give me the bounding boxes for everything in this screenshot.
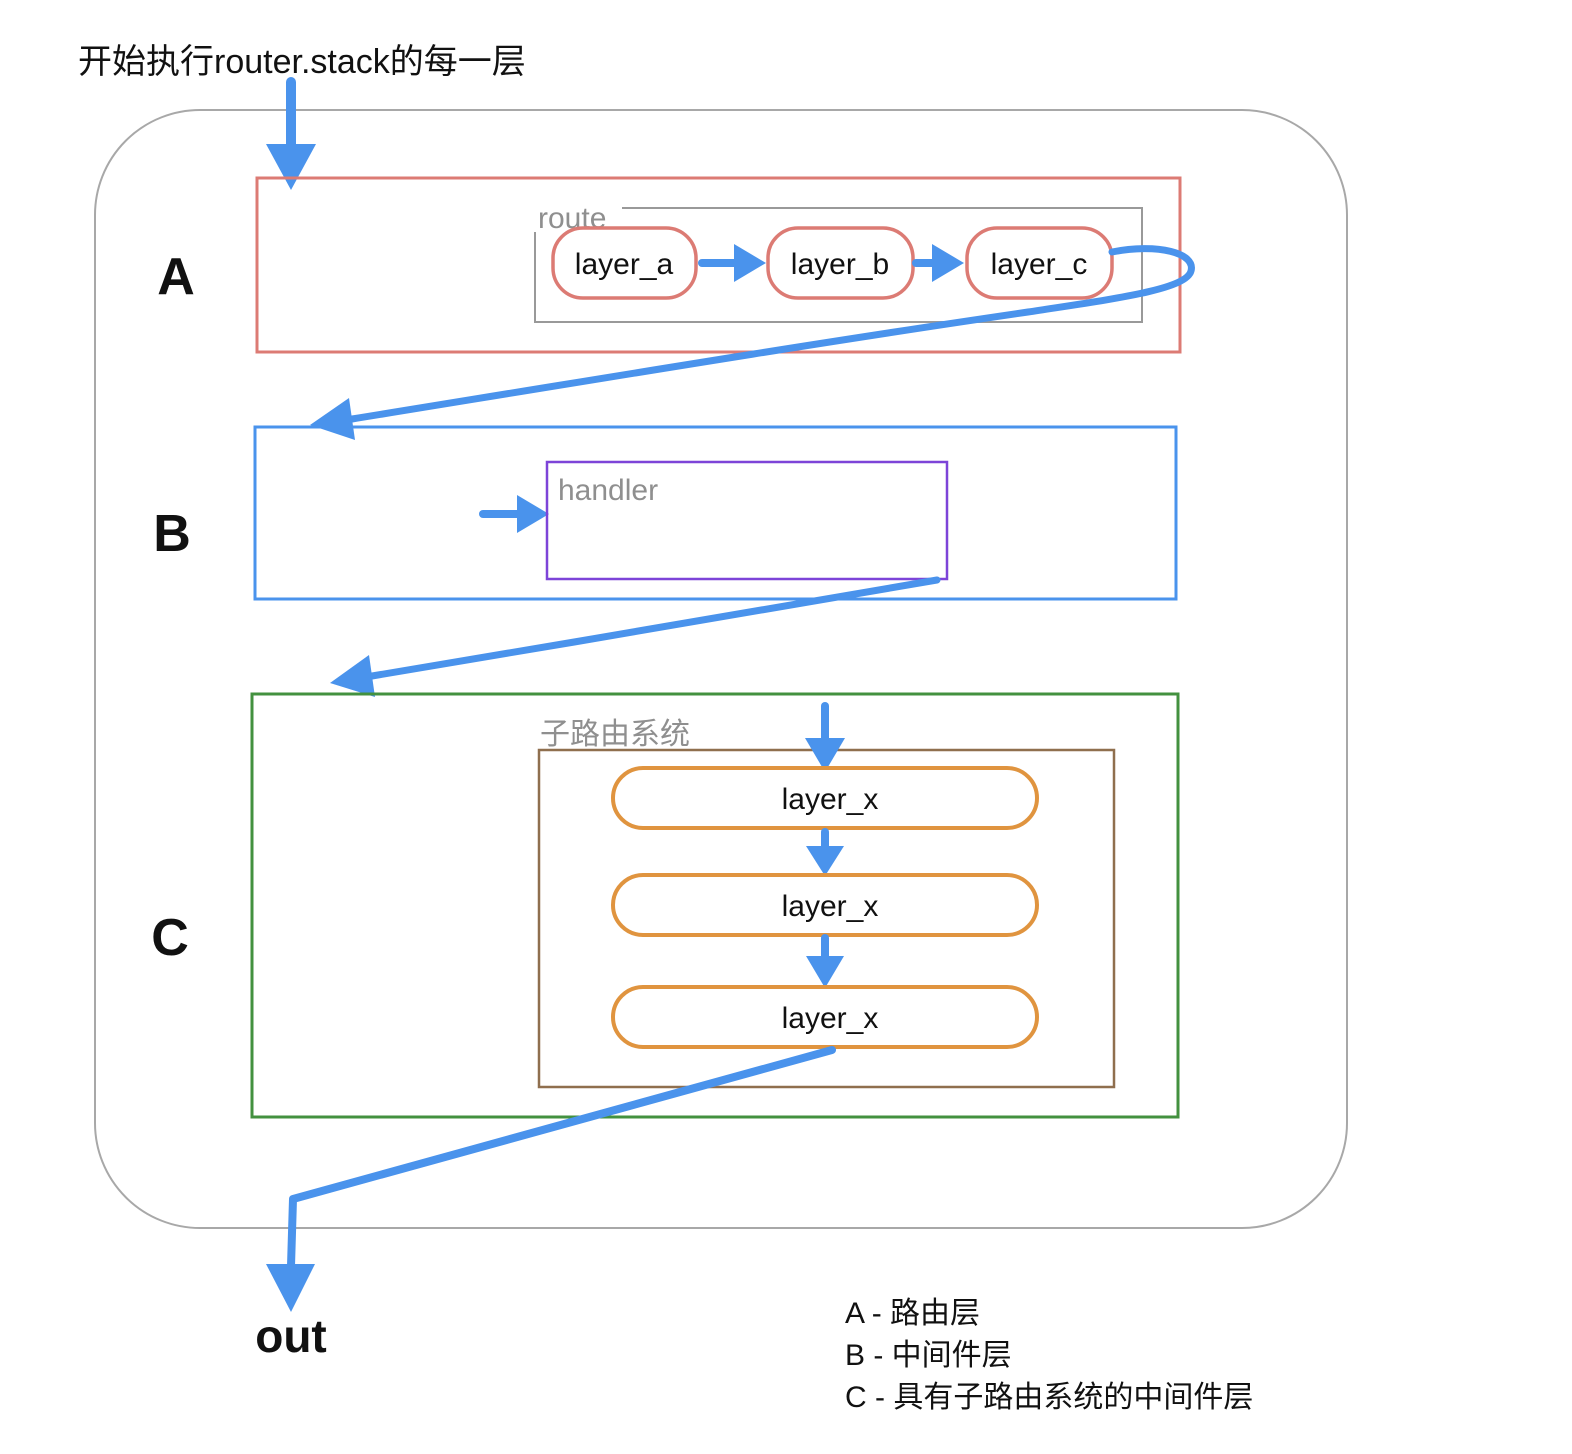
- start-arrow-icon: [266, 77, 316, 190]
- layer-a-label: layer_a: [575, 248, 674, 281]
- arrow-b-to-c-swoosh-icon: [330, 576, 941, 697]
- handler-label: handler: [558, 474, 658, 507]
- section-b-letter: B: [153, 505, 191, 563]
- section-a-box: [255, 176, 1182, 354]
- outer-container-box: [94, 109, 1348, 1229]
- legend-item-c: C - 具有子路由系统的中间件层: [845, 1381, 1253, 1414]
- layer-x3-label: layer_x: [782, 1002, 879, 1035]
- section-c-letter: C: [151, 909, 189, 967]
- arrow-into-handler-icon: [479, 495, 549, 533]
- layer-x2-label: layer_x: [782, 890, 879, 923]
- arrow-layer-x1-to-x2-icon: [806, 828, 844, 876]
- arrow-into-layer-x1-icon: [805, 702, 845, 772]
- legend-item-b: B - 中间件层: [845, 1339, 1012, 1372]
- arrow-layer-x2-to-x3-icon: [806, 934, 844, 988]
- layer-x1-label: layer_x: [782, 783, 879, 816]
- handler-box: [545, 460, 949, 581]
- layer-c-node: [965, 226, 1114, 300]
- legend: A - 路由层 B - 中间件层 C - 具有子路由系统的中间件层: [845, 1297, 1253, 1414]
- layer-c-label: layer_c: [991, 248, 1088, 281]
- out-label: out: [255, 1310, 327, 1362]
- layer-x3-node: [611, 985, 1039, 1049]
- subrouter-label: 子路由系统: [540, 718, 690, 751]
- section-c: C 子路由系统 layer_x layer_x layer_x: [151, 692, 1180, 1119]
- diagram-title: 开始执行router.stack的每一层: [78, 43, 526, 81]
- section-b: B handler: [153, 425, 1178, 601]
- arrow-a-to-b-swoosh-icon: [310, 245, 1195, 440]
- arrow-layer-a-to-b-icon: [698, 244, 766, 282]
- legend-item-a: A - 路由层: [845, 1297, 980, 1330]
- route-box: [534, 207, 1143, 323]
- layer-b-label: layer_b: [791, 248, 889, 281]
- section-a: A route layer_a layer_b layer_c: [157, 176, 1182, 354]
- section-b-box: [253, 425, 1178, 601]
- arrow-exit-out-icon: [266, 1046, 836, 1312]
- arrow-layer-b-to-c-icon: [912, 244, 964, 282]
- section-c-box: [250, 692, 1180, 1119]
- section-a-letter: A: [157, 248, 195, 306]
- layer-a-node: [551, 226, 698, 300]
